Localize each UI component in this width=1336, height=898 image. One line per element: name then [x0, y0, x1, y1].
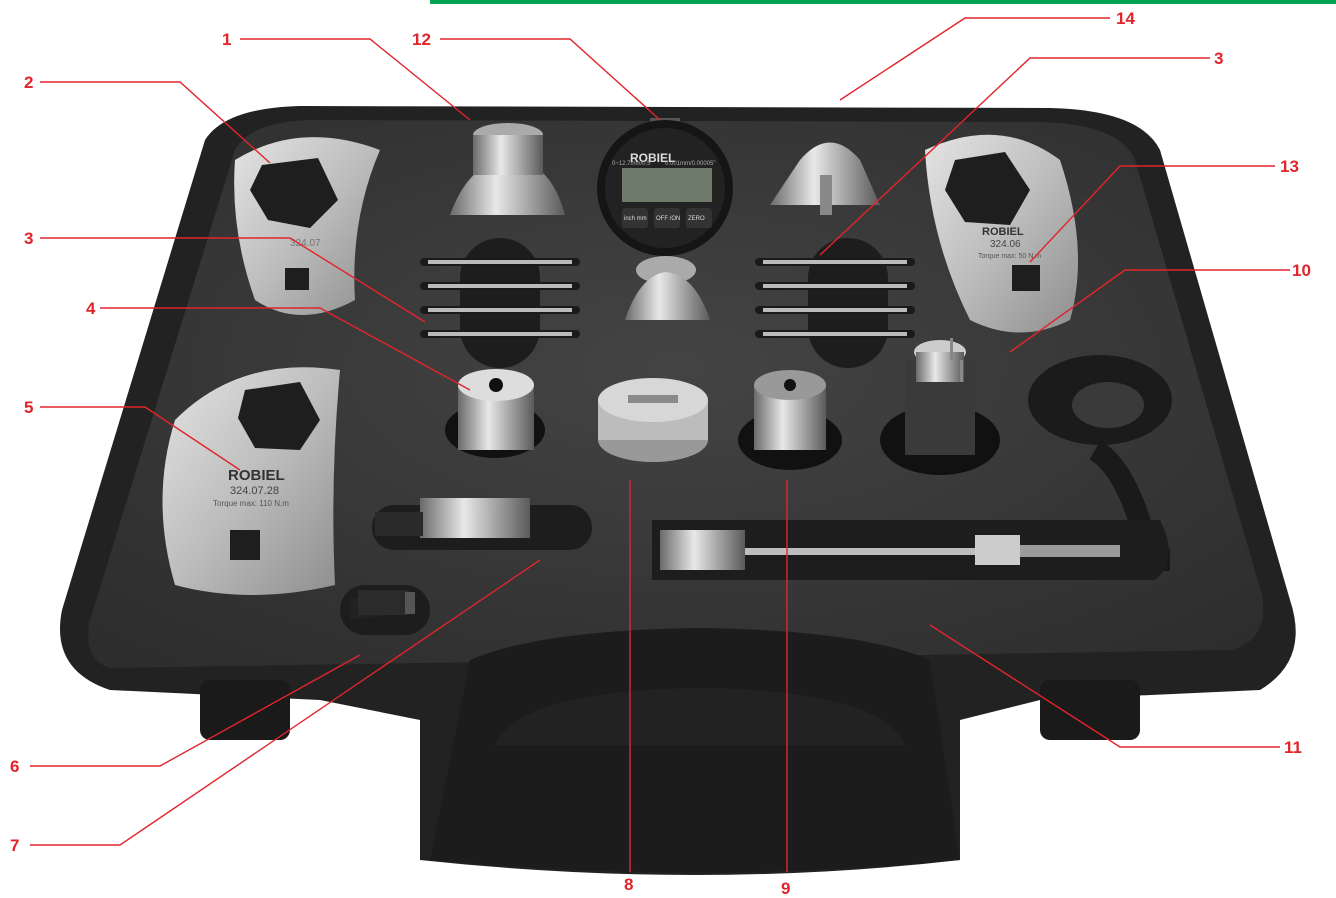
callout-12: 12 — [412, 30, 431, 49]
plate-right-brand: ROBIEL — [982, 226, 1024, 238]
pin-set-left — [420, 238, 580, 368]
callout-6: 6 — [10, 757, 20, 776]
callout-4: 4 — [86, 299, 96, 318]
callout-11: 11 — [1284, 738, 1302, 757]
gauge-brand: ROBIEL — [630, 151, 675, 165]
gauge-range: 0~12.7mm/0.5" — [612, 161, 653, 167]
callout-8: 8 — [624, 875, 634, 894]
threaded-adapter-9 — [738, 370, 842, 470]
adapter-10 — [880, 338, 1000, 475]
plate-left-bottom-brand: ROBIEL — [228, 467, 285, 484]
gauge-resolution: 0.001mm/0.00005" — [665, 161, 716, 167]
adapter-top-right — [770, 142, 880, 215]
puller-bar — [652, 520, 1169, 580]
hex-socket-bit — [372, 498, 592, 550]
plate-left-top-code: 324.07 — [290, 238, 321, 249]
callout-10: 10 — [1292, 261, 1311, 280]
hinge-left — [200, 680, 290, 740]
callout-3-right: 3 — [1214, 49, 1224, 68]
digital-dial-gauge: ROBIEL 0~12.7mm/0.5" 0.001mm/0.00005" in… — [597, 118, 733, 256]
clear-parts-box — [598, 378, 708, 462]
wrench-plate-bottom-left: ROBIEL 324.07.28 Torque max: 110 N.m — [162, 367, 340, 595]
callout-1: 1 — [222, 30, 232, 49]
plate-left-bottom-code: 324.07.28 — [230, 485, 279, 497]
gauge-btn-unit: inch mm — [624, 216, 647, 222]
callout-7: 7 — [10, 836, 20, 855]
callout-3-left: 3 — [24, 229, 34, 248]
case-handle — [430, 628, 960, 873]
threaded-adapter-4 — [445, 369, 545, 458]
pin-set-right — [755, 238, 915, 368]
callout-14: 14 — [1116, 9, 1135, 28]
hex-bar — [340, 585, 430, 635]
callout-5: 5 — [24, 398, 34, 417]
callout-2: 2 — [24, 73, 34, 92]
top-accent-bar — [430, 0, 1336, 4]
callout-9: 9 — [781, 879, 791, 898]
gauge-btn-power: OFF /ON — [656, 216, 680, 222]
callout-lines — [30, 17, 1290, 872]
plate-right-code: 324.06 — [990, 239, 1021, 250]
callout-13: 13 — [1280, 157, 1299, 176]
gauge-btn-zero: ZERO — [688, 216, 705, 222]
adapter-1 — [450, 123, 565, 215]
knurled-adapter — [625, 256, 710, 320]
hinge-right — [1040, 680, 1140, 740]
wrench-plate-right: ROBIEL 324.06 Torque max: 50 N.m — [925, 134, 1078, 333]
plate-left-bottom-torque: Torque max: 110 N.m — [213, 499, 289, 508]
plate-right-torque: Torque max: 50 N.m — [978, 253, 1041, 260]
